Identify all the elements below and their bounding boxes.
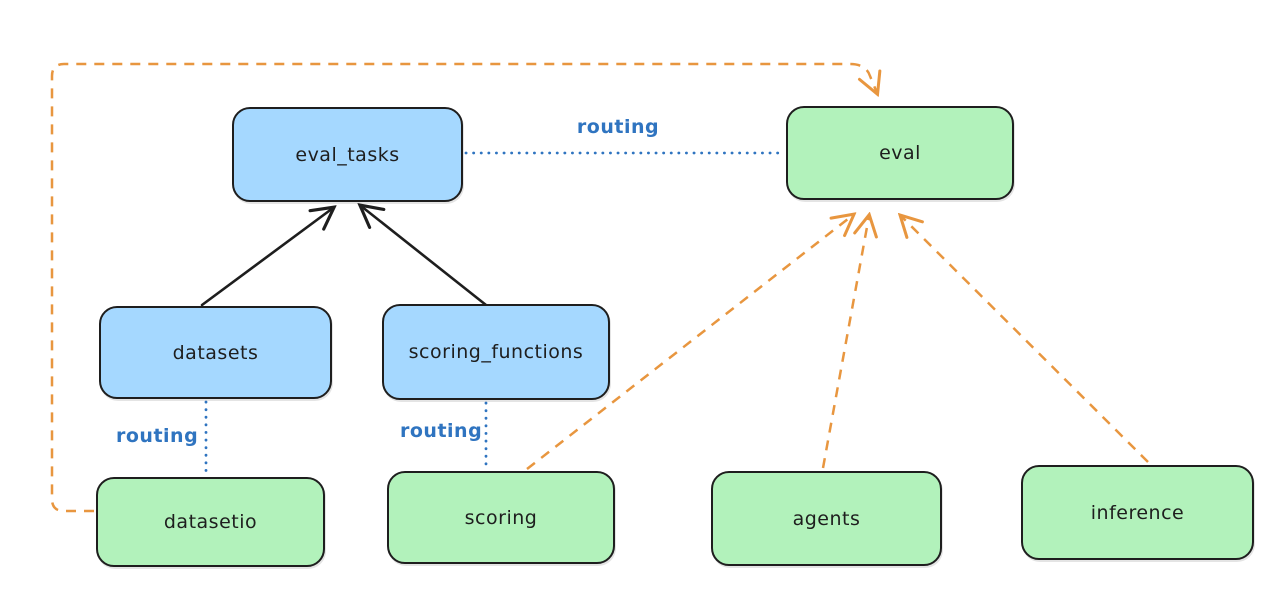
- node-agents-label: agents: [792, 507, 861, 530]
- node-eval-label: eval: [879, 142, 921, 164]
- node-scoring: scoring: [387, 471, 615, 564]
- node-datasetio-label: datasetio: [163, 511, 258, 533]
- edge-inference-to-eval: [901, 216, 1149, 463]
- node-scoring-functions-label: scoring_functions: [408, 341, 584, 363]
- node-datasets: datasets: [99, 306, 332, 399]
- edge-label-routing-scoring-functions-scoring: routing: [400, 420, 483, 442]
- edge-label-routing-datasets-datasetio: routing: [116, 425, 199, 447]
- node-inference-label: inference: [1090, 501, 1185, 524]
- node-inference: inference: [1021, 465, 1254, 560]
- node-datasetio: datasetio: [96, 477, 325, 567]
- node-datasets-label: datasets: [172, 341, 259, 364]
- edge-datasets-to-eval-tasks: [200, 208, 333, 307]
- node-eval-tasks: eval_tasks: [232, 107, 463, 202]
- edge-datasetio-to-eval: [50, 62, 877, 513]
- edge-label-routing-eval-tasks-eval: routing: [576, 116, 660, 138]
- edge-agents-to-eval: [821, 216, 869, 469]
- node-eval-tasks-label: eval_tasks: [295, 143, 400, 166]
- edge-scoring-functions-to-eval-tasks: [361, 206, 488, 307]
- node-scoring-label: scoring: [464, 506, 538, 529]
- node-agents: agents: [711, 471, 942, 566]
- node-eval: eval: [786, 106, 1014, 200]
- edge-scoring-to-eval: [526, 215, 853, 470]
- node-scoring-functions: scoring_functions: [382, 304, 610, 400]
